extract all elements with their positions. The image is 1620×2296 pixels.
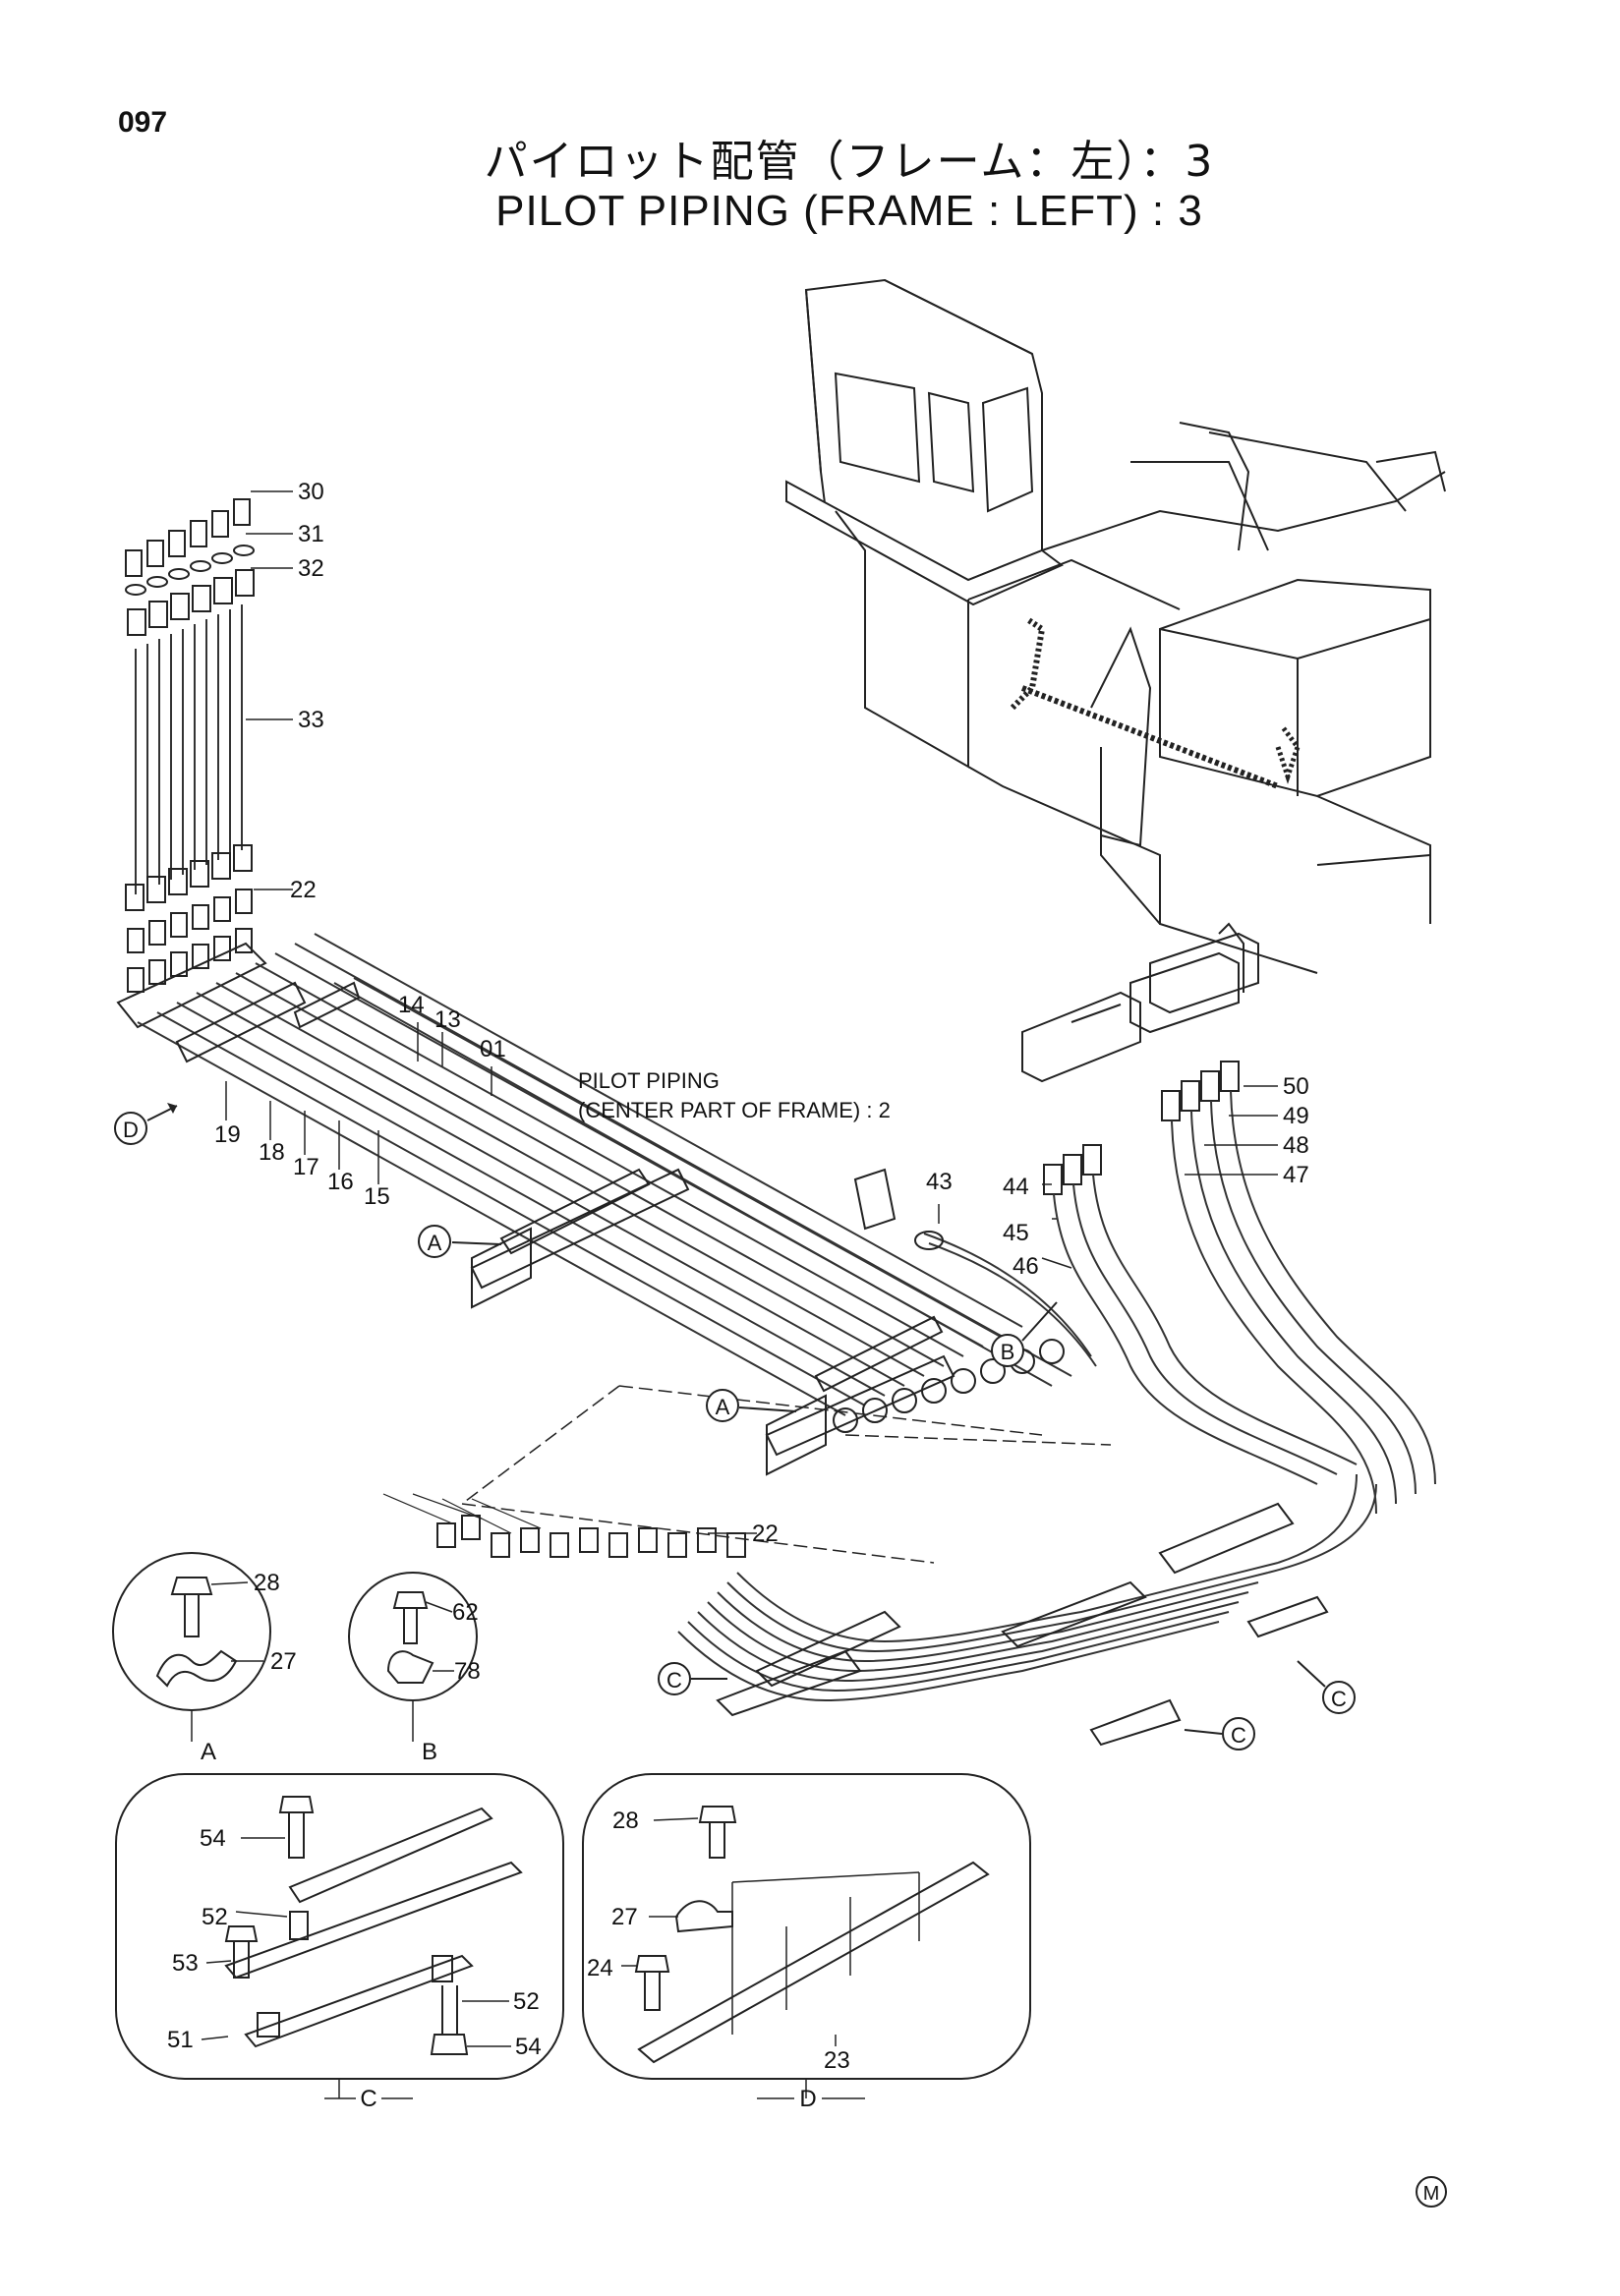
detail-d-label: D: [799, 2086, 816, 2112]
callout-marker-a1: A: [418, 1225, 502, 1258]
detail-c: 54 52 53 51 52 54 C: [115, 1773, 564, 2112]
part-19: 19: [214, 1121, 241, 1148]
detail-a: 28 27 A: [112, 1552, 297, 1765]
detail-c-part-51: 51: [167, 2027, 194, 2053]
part-48: 48: [1283, 1132, 1309, 1159]
upper-brackets: [1021, 922, 1259, 1083]
callout-marker-c3: C: [1297, 1660, 1356, 1714]
part-14: 14: [398, 992, 425, 1018]
fittings-22-lower: [436, 1515, 746, 1558]
footer-mark-label: M: [1423, 2183, 1440, 2205]
part-16: 16: [327, 1169, 354, 1195]
detail-c-part-52-bottom: 52: [513, 1988, 540, 2015]
title-japanese: パイロット配管（フレーム：左）：3: [484, 137, 1215, 187]
callout-marker-c1-label: C: [666, 1668, 682, 1693]
support-bars: [470, 1168, 955, 1457]
callout-marker-a1-label: A: [428, 1231, 442, 1255]
part-33: 33: [298, 707, 324, 733]
reference-note-line1: PILOT PIPING: [578, 1068, 720, 1093]
detail-b-part-62: 62: [452, 1599, 479, 1626]
fittings-leader-lines: [382, 1493, 542, 1534]
detail-b-part-78: 78: [454, 1658, 481, 1685]
detail-c-part-52-top: 52: [202, 1904, 228, 1930]
part-17: 17: [293, 1154, 319, 1180]
reference-note-line2: (CENTER PART OF FRAME) : 2: [578, 1098, 891, 1122]
detail-b: 62 78 B: [348, 1572, 481, 1765]
callout-marker-c2: C: [1184, 1717, 1255, 1751]
clamps-c: [716, 1502, 1329, 1747]
pilot-pipe-bundle: [137, 933, 1072, 1416]
page-number: 097: [118, 106, 168, 139]
curving-hoses: [677, 1090, 1436, 1702]
part-43: 43: [926, 1169, 953, 1195]
callout-marker-c3-label: C: [1331, 1687, 1347, 1711]
callout-marker-c2-label: C: [1231, 1723, 1246, 1748]
callout-marker-d-label: D: [123, 1118, 139, 1142]
part-45: 45: [1003, 1220, 1029, 1246]
callout-marker-b: B: [991, 1301, 1058, 1367]
part-22-lower: 22: [752, 1521, 779, 1547]
detail-a-part-27: 27: [270, 1648, 297, 1675]
part-30: 30: [298, 479, 324, 505]
callout-marker-a2-label: A: [716, 1395, 730, 1419]
footer-mark: M: [1416, 2176, 1447, 2208]
part-01: 01: [480, 1036, 506, 1062]
part-15: 15: [364, 1183, 390, 1210]
detail-d-part-24: 24: [587, 1955, 613, 1981]
fittings-44-50: [1043, 1061, 1240, 1195]
part-49: 49: [1283, 1103, 1309, 1129]
part-18: 18: [259, 1139, 285, 1166]
detail-c-part-54-bottom: 54: [515, 2034, 542, 2060]
callout-marker-a2: A: [706, 1389, 797, 1422]
detail-d: 28 27 24 23 D: [582, 1773, 1031, 2112]
detail-a-label: A: [201, 1739, 216, 1765]
part-13: 13: [434, 1006, 461, 1033]
detail-a-part-28: 28: [254, 1570, 280, 1596]
detail-d-part-27: 27: [611, 1904, 638, 1930]
pipe-clamps: [175, 981, 944, 1476]
detail-c-part-53: 53: [172, 1950, 199, 1977]
detail-c-part-54-top: 54: [200, 1825, 226, 1852]
part-46: 46: [1012, 1253, 1039, 1280]
hose-stack: [116, 498, 267, 1029]
leader-dashes: [461, 1385, 1112, 1564]
part-44: 44: [1003, 1174, 1029, 1200]
part-32: 32: [298, 555, 324, 582]
part-50: 50: [1283, 1073, 1309, 1100]
callout-marker-b-label: B: [1001, 1340, 1015, 1364]
part-leader-lines: [225, 490, 1278, 1534]
part-31: 31: [298, 521, 324, 547]
part-47: 47: [1283, 1162, 1309, 1188]
detail-d-part-23: 23: [824, 2047, 850, 2074]
part-22-upper: 22: [290, 877, 317, 903]
reference-note: PILOT PIPING (CENTER PART OF FRAME) : 2: [578, 1068, 891, 1122]
detail-d-part-28: 28: [612, 1808, 639, 1834]
part-labels: 30 31 32 33 22 14 13 01 19 18 17 16 15 4…: [214, 479, 1309, 1547]
hose-43: [853, 1168, 1097, 1367]
detail-c-label: C: [360, 2086, 376, 2112]
title-english: PILOT PIPING (FRAME : LEFT) : 3: [495, 187, 1203, 235]
machine-illustration: [785, 278, 1446, 974]
detail-b-label: B: [422, 1739, 437, 1765]
callout-marker-d: D: [114, 1103, 178, 1145]
callout-marker-c1: C: [658, 1662, 727, 1695]
